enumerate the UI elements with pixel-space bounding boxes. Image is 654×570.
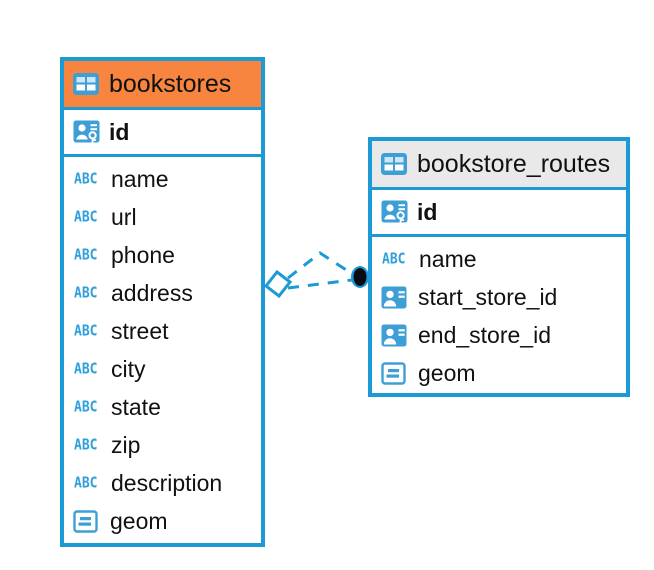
field-row-description[interactable]: ABC description — [64, 464, 261, 502]
entity-bookstore-routes-fields: ABC name start_store_id — [372, 237, 626, 393]
field-label-description: description — [111, 469, 223, 496]
abc-text-icon: ABC — [382, 250, 406, 268]
entity-bookstores-header[interactable]: bookstores — [64, 61, 261, 107]
abc-text-icon: ABC — [74, 322, 98, 340]
table-icon — [381, 153, 407, 175]
relationship-circle-endpoint[interactable] — [353, 268, 367, 286]
field-row-url[interactable]: ABC url — [64, 198, 261, 236]
field-label-city: city — [111, 355, 146, 382]
relationship-line-upper — [287, 251, 355, 280]
abc-text-icon: ABC — [74, 208, 98, 226]
field-label-street: street — [111, 317, 169, 344]
field-label-url: url — [111, 203, 137, 230]
primary-key-icon — [73, 119, 100, 146]
abc-text-icon: ABC — [74, 474, 98, 492]
field-row-address[interactable]: ABC address — [64, 274, 261, 312]
entity-bookstore-routes-pk-section: id — [372, 187, 626, 237]
relationship-circle-endpoint-ring — [351, 266, 369, 288]
entity-bookstore-routes-title: bookstore_routes — [417, 149, 611, 178]
field-row-city[interactable]: ABC city — [64, 350, 261, 388]
field-row-name[interactable]: ABC name — [64, 160, 261, 198]
relationship-line-lower — [287, 278, 353, 290]
field-row-name[interactable]: ABC name — [372, 240, 626, 278]
field-label-id: id — [417, 198, 438, 225]
field-row-start-store-id[interactable]: start_store_id — [372, 278, 626, 316]
entity-bookstores-fields: ABC name ABC url ABC phone ABC address A… — [64, 157, 261, 543]
field-row-geom[interactable]: geom — [372, 354, 626, 392]
field-row-street[interactable]: ABC street — [64, 312, 261, 350]
entity-bookstore-routes[interactable]: bookstore_routes id — [368, 137, 630, 397]
field-label-end-store-id: end_store_id — [418, 321, 551, 348]
abc-text-icon: ABC — [74, 398, 98, 416]
abc-text-icon: ABC — [74, 284, 98, 302]
abc-text-icon: ABC — [74, 436, 98, 454]
field-row-end-store-id[interactable]: end_store_id — [372, 316, 626, 354]
abc-text-icon: ABC — [74, 246, 98, 264]
abc-text-icon: ABC — [74, 360, 98, 378]
entity-bookstores[interactable]: bookstores id — [60, 57, 265, 547]
field-label-name: name — [419, 245, 477, 272]
primary-key-icon — [381, 199, 408, 226]
field-label-start-store-id: start_store_id — [418, 283, 558, 310]
geometry-icon — [73, 509, 101, 533]
field-row-zip[interactable]: ABC zip — [64, 426, 261, 464]
field-label-address: address — [111, 279, 193, 306]
entity-bookstore-routes-header[interactable]: bookstore_routes — [372, 141, 626, 187]
field-label-zip: zip — [111, 431, 141, 458]
field-row-phone[interactable]: ABC phone — [64, 236, 261, 274]
field-label-phone: phone — [111, 241, 175, 268]
field-label-state: state — [111, 393, 161, 420]
field-label-geom: geom — [418, 359, 476, 386]
field-row-state[interactable]: ABC state — [64, 388, 261, 426]
relationship-diamond-endpoint[interactable] — [263, 269, 293, 299]
field-row-geom[interactable]: geom — [64, 502, 261, 540]
abc-text-icon: ABC — [74, 170, 98, 188]
field-label-name: name — [111, 165, 169, 192]
entity-bookstores-pk-section: id — [64, 107, 261, 157]
foreign-key-icon — [381, 324, 409, 347]
field-row-id[interactable]: id — [372, 190, 626, 234]
table-icon — [73, 73, 99, 95]
field-row-id[interactable]: id — [64, 110, 261, 154]
field-label-geom: geom — [110, 507, 168, 534]
geometry-icon — [381, 361, 409, 385]
foreign-key-icon — [381, 286, 409, 309]
field-label-id: id — [109, 118, 130, 145]
entity-bookstores-title: bookstores — [109, 69, 232, 98]
